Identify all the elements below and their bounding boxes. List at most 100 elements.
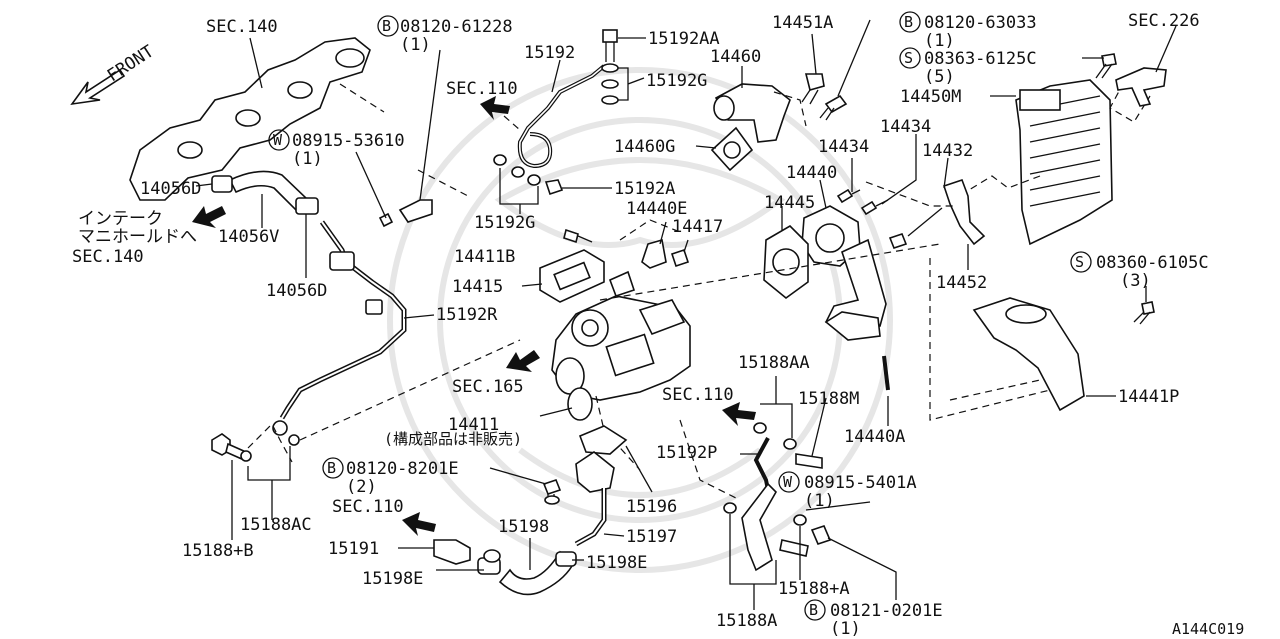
label-14445: 14445 (764, 193, 815, 213)
heat-shield-14441p (972, 297, 1085, 412)
label-14411-note: (構成部品は非販売) (384, 430, 522, 448)
label-14440a: 14440A (844, 427, 905, 447)
washer-mark: W (273, 131, 283, 149)
label-15196: 15196 (626, 497, 677, 517)
label-14417: 14417 (672, 217, 723, 237)
label-14440e: 14440E (626, 199, 687, 219)
oil-pipe-15192r (272, 220, 407, 446)
nut-icon (888, 233, 908, 249)
exhaust-outlet-14440 (801, 205, 887, 341)
bolt-08120-61228 (378, 199, 433, 228)
label-sec226: SEC.226 (1128, 11, 1200, 31)
direction-arrow-icon (506, 350, 540, 372)
label-15192g: 15192G (474, 213, 535, 233)
gasket-14415 (539, 249, 636, 303)
washer-mark: W (783, 473, 793, 491)
bracket-14432 (942, 178, 986, 246)
label-15188b: 15188+B (182, 541, 254, 561)
bolt-15192aa (601, 29, 619, 105)
label-15192aa: 15192AA (648, 29, 720, 49)
label-08121-0201e: 08121-0201E (830, 601, 943, 621)
label-15192r: 15192R (436, 305, 498, 325)
label-14440: 14440 (786, 163, 837, 183)
oil-pipe-15192 (517, 64, 606, 169)
exhaust-manifold (129, 37, 371, 201)
direction-arrow-icon (402, 512, 436, 536)
direction-arrow-icon (480, 96, 510, 120)
bolt-mark: B (327, 459, 336, 477)
stud-14411b (563, 228, 593, 244)
label-14434: 14434 (818, 137, 869, 157)
label-08915-5401a: 08915-5401A (804, 473, 917, 493)
bracket-15188a (723, 482, 777, 572)
bolt-08363-6125c (1095, 53, 1117, 79)
direction-arrow-icon (722, 402, 756, 426)
stud-14440a (882, 355, 890, 391)
label-intake-line3: SEC.140 (72, 247, 144, 267)
label-08120-61228-qty: (1) (400, 35, 431, 55)
label-sec165: SEC.165 (452, 377, 524, 397)
label-sec110: SEC.110 (662, 385, 734, 405)
label-14432: 14432 (922, 141, 973, 161)
label-15198: 15198 (498, 517, 549, 537)
bolt-08120-8201e (542, 479, 562, 505)
stud-14434 (836, 188, 889, 216)
label-14434: 14434 (880, 117, 931, 137)
bolt-08120-63033 (819, 94, 848, 121)
label-08915-5401a-qty: (1) (804, 491, 835, 511)
label-15188aa: 15188AA (738, 353, 810, 373)
label-15188a-plus: 15188+A (778, 579, 850, 599)
label-14460g: 14460G (614, 137, 675, 157)
label-08120-8201e: 08120-8201E (346, 459, 459, 479)
label-14411b: 14411B (454, 247, 515, 267)
label-15192: 15192 (524, 43, 575, 63)
bolt-15188a-plus (779, 514, 832, 557)
label-15192a: 15192A (614, 179, 675, 199)
label-14450m: 14450M (900, 87, 961, 107)
heat-insulator-14450m (1015, 79, 1113, 246)
label-15198e: 15198E (362, 569, 423, 589)
label-08120-61228: 08120-61228 (400, 17, 513, 37)
screw-mark: S (1075, 253, 1084, 271)
bolt-mark: B (809, 601, 818, 619)
label-08363-6125c-qty: (5) (924, 67, 955, 87)
bolt-mark: B (904, 13, 913, 31)
bracket-sec226 (1115, 67, 1167, 107)
label-08120-8201e-qty: (2) (346, 477, 377, 497)
label-15192g: 15192G (646, 71, 707, 91)
label-15188m: 15188M (798, 389, 859, 409)
diagram-code: A144C019 (1172, 620, 1244, 638)
bolt-14451a (801, 73, 825, 105)
label-14441p: 14441P (1118, 387, 1179, 407)
label-14056d: 14056D (266, 281, 327, 301)
label-15192p: 15192P (656, 443, 717, 463)
label-08120-63033-qty: (1) (924, 31, 955, 51)
label-intake-line2: マニホールドへ (78, 227, 197, 247)
label-sec110: SEC.110 (446, 79, 518, 99)
front-label: FRONT (104, 42, 158, 87)
bolt-15192a (493, 154, 564, 196)
connector-15191 (433, 539, 501, 565)
label-08360-6105c-qty: (3) (1120, 271, 1151, 291)
gasket-14445 (763, 224, 809, 300)
label-08360-6105c: 08360-6105C (1096, 253, 1209, 273)
bolt-15188b (211, 433, 252, 462)
bolt-15188m (753, 422, 823, 469)
bolt-mark: B (382, 17, 391, 35)
label-14056d: 14056D (140, 179, 201, 199)
bolt-08360-6105c (1133, 301, 1155, 325)
label-15197: 15197 (626, 527, 677, 547)
bracket-14417 (641, 238, 690, 269)
front-arrow-icon (70, 68, 126, 106)
label-14452: 14452 (936, 273, 987, 293)
label-14415: 14415 (452, 277, 503, 297)
turbocharger-14411 (551, 295, 691, 421)
label-15198e: 15198E (586, 553, 647, 573)
label-15191: 15191 (328, 539, 379, 559)
label-08363-6125c: 08363-6125C (924, 49, 1037, 69)
direction-arrow-icon (192, 206, 226, 228)
label-15188a: 15188A (716, 611, 777, 631)
label-14460: 14460 (710, 47, 761, 67)
